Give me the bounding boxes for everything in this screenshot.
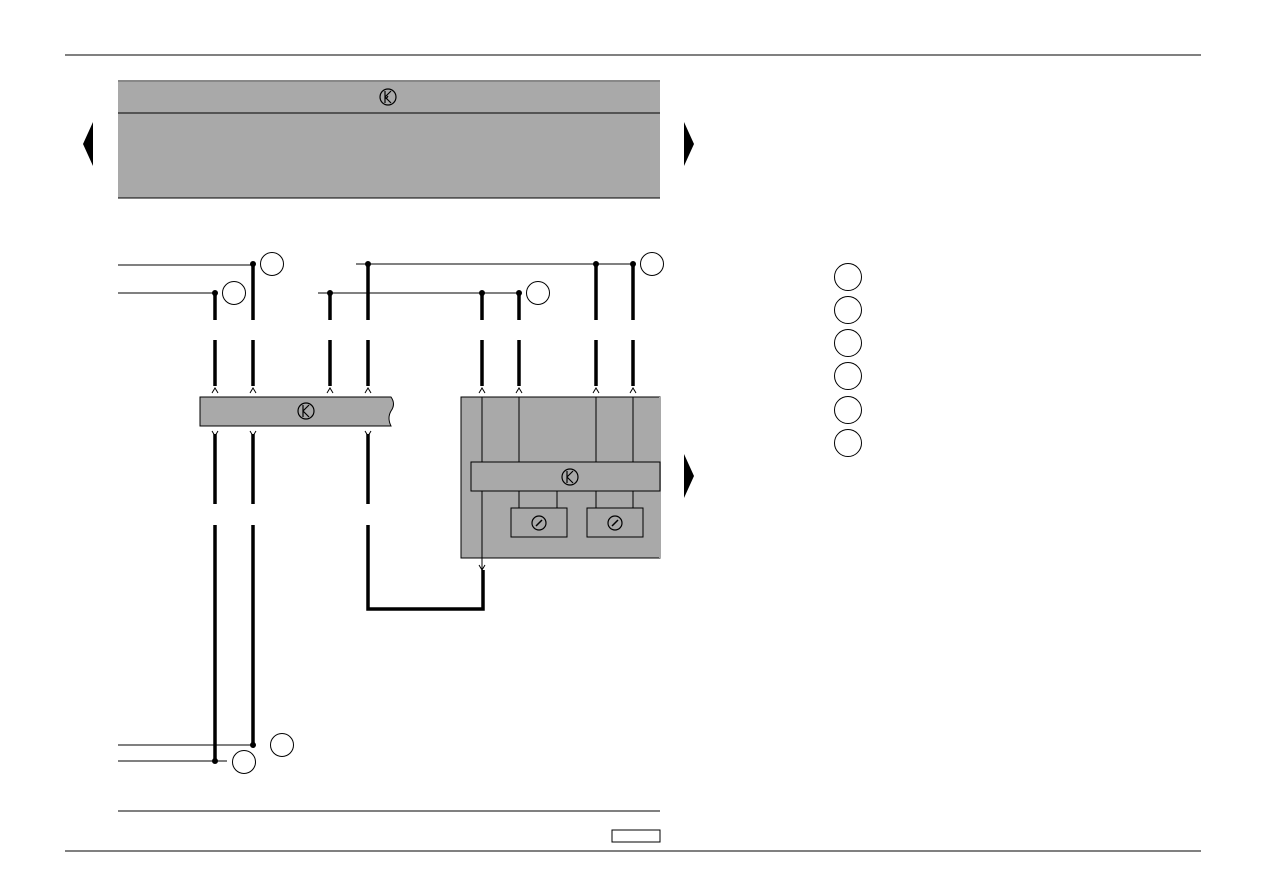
ground-symbol-icon [561, 468, 579, 486]
legend-circle-5 [834, 396, 862, 424]
feed-lines [118, 263, 633, 762]
header-panel [118, 80, 660, 199]
next-section-arrow-icon[interactable] [684, 454, 694, 498]
ground-symbol-icon [379, 88, 397, 106]
control-module [460, 396, 661, 570]
gauge-icon [607, 515, 623, 531]
legend-circle-1 [834, 263, 862, 291]
legend-circle-4 [834, 362, 862, 390]
gauge-icon [531, 515, 547, 531]
legend-circle-2 [834, 296, 862, 324]
legend-circle-6 [834, 429, 862, 457]
ground-symbol-icon [297, 402, 315, 420]
reference-circles [222, 252, 664, 774]
wire-arrowheads [211, 387, 637, 571]
page-label-box [611, 829, 661, 843]
next-page-arrow-icon[interactable] [684, 122, 694, 166]
splice-points [212, 261, 636, 764]
connector-block [199, 396, 394, 427]
wires-upper [213, 264, 635, 761]
legend-circle-3 [834, 329, 862, 357]
prev-page-arrow-icon[interactable] [83, 122, 93, 166]
control-unit-bar [470, 461, 661, 492]
legend [834, 263, 862, 457]
